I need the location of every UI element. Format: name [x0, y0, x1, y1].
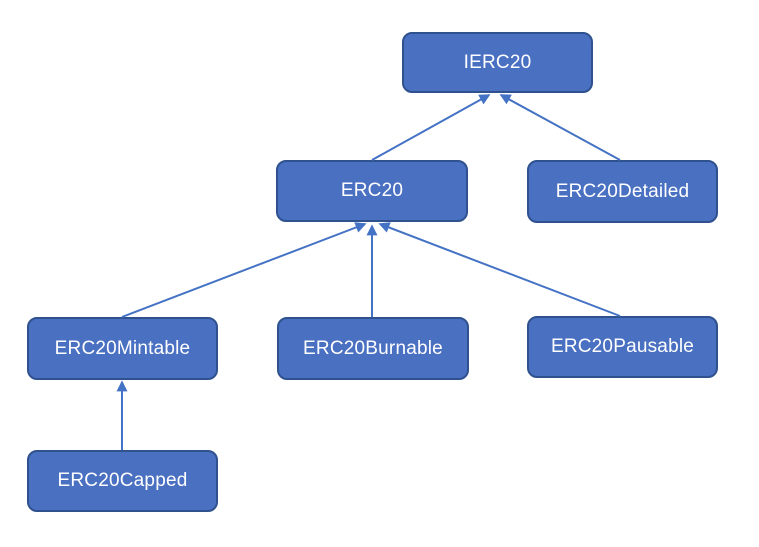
node-ERC20Capped: ERC20Capped — [27, 450, 218, 512]
node-label-ERC20Burnable: ERC20Burnable — [303, 337, 443, 359]
node-label-ERC20: ERC20 — [340, 180, 404, 201]
node-ERC20Pausable: ERC20Pausable — [527, 316, 718, 378]
node-label-ERC20Pausable: ERC20Pausable — [550, 336, 695, 357]
node-ERC20Detailed: ERC20Detailed — [527, 160, 718, 223]
inheritance-arrow-ERC20Pausable-to-ERC20 — [378, 222, 621, 317]
inheritance-arrow-ERC20Detailed-to-IERC20 — [499, 94, 621, 161]
node-ERC20: ERC20 — [276, 160, 468, 222]
node-ERC20Mintable: ERC20Mintable — [27, 317, 218, 380]
node-label-ERC20Mintable: ERC20Mintable — [54, 337, 191, 359]
inheritance-arrow-ERC20Mintable-to-ERC20 — [121, 222, 367, 318]
node-label-IERC20: IERC20 — [463, 51, 532, 73]
node-IERC20: IERC20 — [402, 32, 593, 93]
node-ERC20Burnable: ERC20Burnable — [277, 317, 469, 380]
inheritance-arrow-ERC20-to-IERC20 — [371, 94, 491, 161]
node-label-ERC20Detailed: ERC20Detailed — [555, 180, 690, 202]
node-label-ERC20Capped: ERC20Capped — [57, 470, 188, 491]
